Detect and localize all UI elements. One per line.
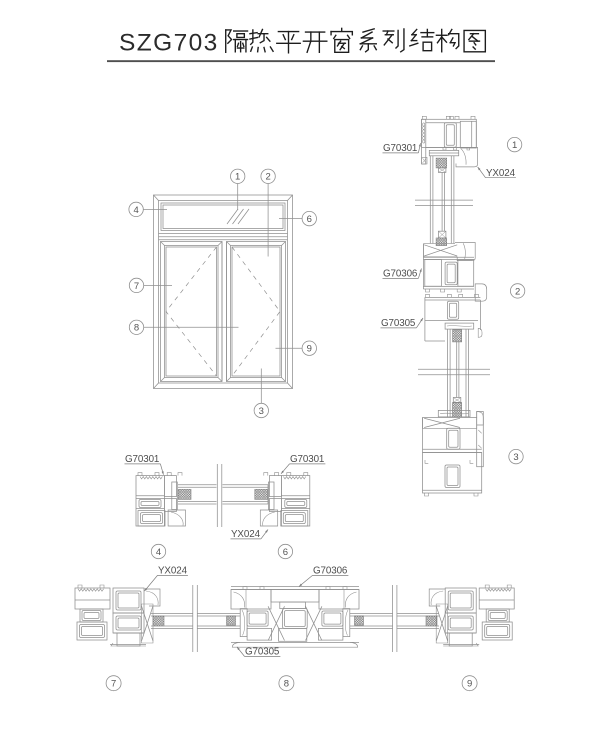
svg-text:G70301: G70301	[290, 454, 324, 465]
svg-text:8: 8	[284, 679, 289, 690]
svg-text:2: 2	[265, 172, 270, 183]
svg-text:3: 3	[513, 452, 518, 463]
svg-text:8: 8	[134, 323, 139, 334]
svg-text:YX024: YX024	[231, 529, 261, 540]
svg-text:SZG703: SZG703	[119, 29, 219, 56]
svg-text:9: 9	[467, 679, 472, 690]
svg-text:2: 2	[515, 286, 520, 297]
svg-text:YX024: YX024	[158, 566, 188, 577]
svg-text:G70305: G70305	[381, 318, 416, 329]
svg-text:1: 1	[512, 140, 517, 151]
svg-text:G70301: G70301	[125, 454, 159, 465]
svg-text:YX024: YX024	[486, 168, 516, 179]
svg-text:4: 4	[133, 205, 138, 216]
svg-text:G70306: G70306	[383, 269, 418, 280]
svg-text:7: 7	[134, 281, 139, 292]
svg-text:3: 3	[259, 406, 264, 417]
svg-text:G70306: G70306	[313, 566, 348, 577]
svg-text:4: 4	[156, 547, 161, 558]
svg-text:9: 9	[307, 344, 312, 355]
svg-text:G70305: G70305	[245, 647, 280, 658]
svg-text:1: 1	[235, 172, 240, 183]
svg-text:7: 7	[111, 679, 116, 690]
svg-text:G70301: G70301	[383, 143, 417, 154]
svg-text:6: 6	[283, 547, 288, 558]
svg-text:6: 6	[307, 214, 312, 225]
